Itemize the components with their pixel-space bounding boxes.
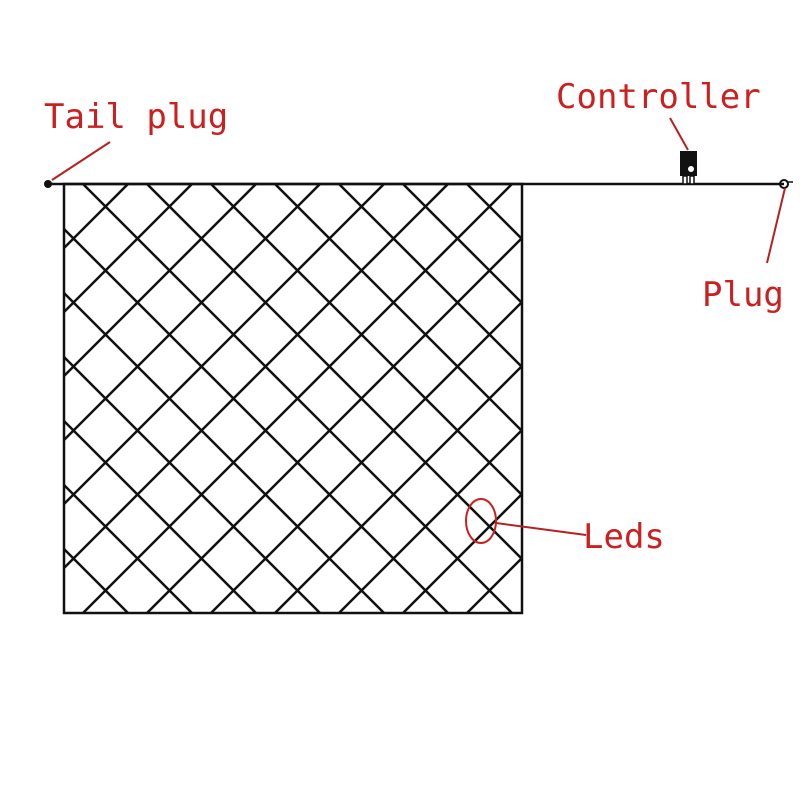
net-strand <box>64 611 65 613</box>
net-strand <box>64 355 321 613</box>
net-strand <box>64 184 385 506</box>
net-strand <box>82 184 513 613</box>
net-strand <box>146 236 522 613</box>
tail-plug-leader <box>51 141 111 181</box>
net-strand <box>64 419 257 613</box>
led-highlight-ellipse <box>465 498 497 544</box>
net-frame <box>62 182 524 615</box>
net-strand <box>531 184 800 613</box>
net-strand <box>64 184 193 314</box>
net-strand <box>64 184 65 186</box>
controller-leader <box>669 117 689 151</box>
plug-label: Plug <box>702 275 784 315</box>
controller-icon <box>680 151 697 185</box>
net-strand <box>210 300 522 613</box>
net-strand <box>64 184 321 442</box>
net-strand <box>64 184 257 378</box>
net-strand <box>64 483 193 613</box>
tail-plug-label: Tail plug <box>44 97 228 137</box>
leds-label: Leds <box>583 517 665 557</box>
net-strand <box>402 184 522 305</box>
plug-leader <box>766 187 786 264</box>
net-strand <box>531 184 800 613</box>
leds-leader <box>495 522 587 536</box>
net-strand <box>338 428 522 613</box>
net-strand <box>64 184 449 570</box>
net-strand <box>338 184 522 369</box>
tail-plug-icon <box>44 180 52 188</box>
net-strand <box>274 364 522 613</box>
led-net <box>62 182 800 615</box>
controller-label: Controller <box>556 77 761 117</box>
